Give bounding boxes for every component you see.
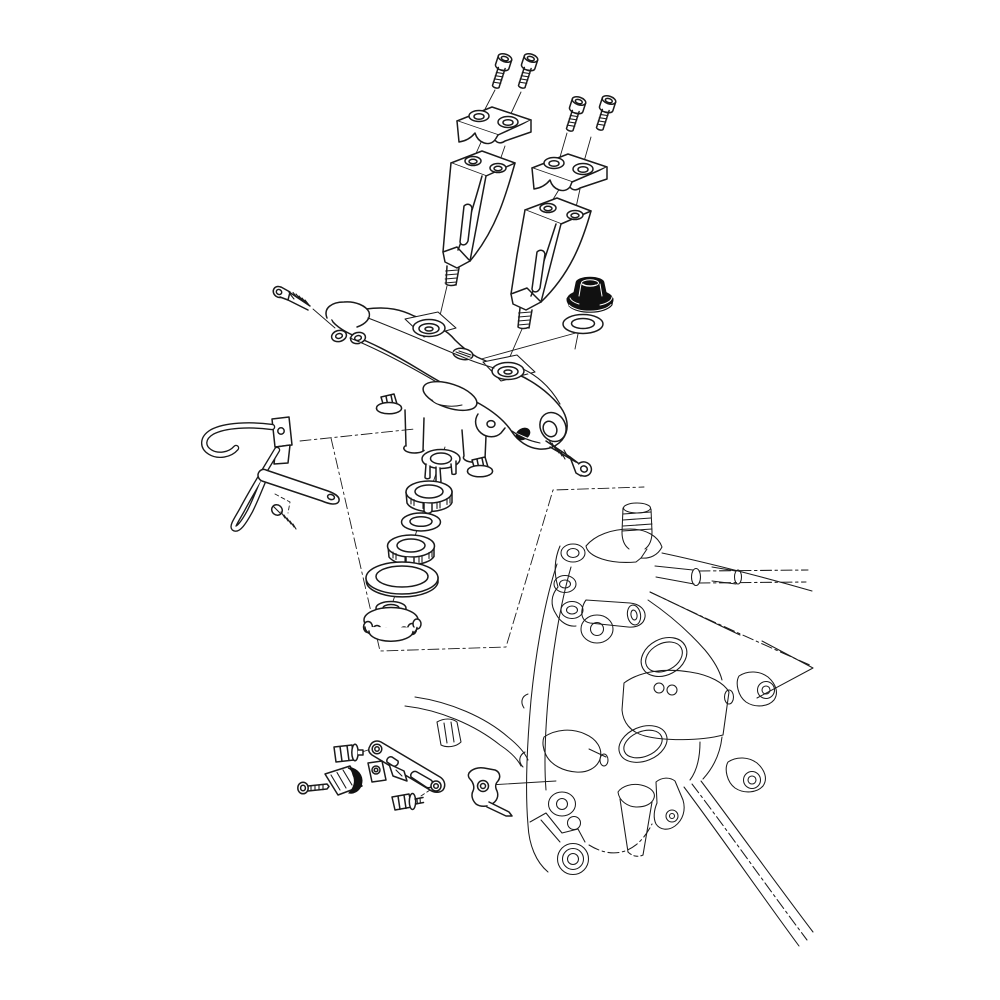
tapered-roller-bearing (362, 600, 422, 642)
handlebar-lower-holder-right (510, 197, 592, 330)
cable-clamp-piece (324, 765, 363, 796)
cable-guide-wire-bracket (201, 416, 340, 532)
handlebar-holder-socket-bolts (491, 53, 617, 132)
steering-stem-flange-nut (566, 276, 614, 313)
frame-with-steering-head (404, 502, 814, 947)
bracket-hex-bolts (297, 743, 425, 811)
top-triple-clamp-bridge (325, 301, 568, 463)
clamp-ear-socket-bolt (272, 285, 311, 311)
claw-lock-washer (421, 448, 461, 484)
group-boundary (299, 428, 645, 652)
clamp-flange-bolt-right (466, 456, 494, 478)
clamp-flange-bolt-left (375, 393, 403, 415)
handlebar-upper-holder-right (531, 153, 608, 192)
guide-bracket-screw (270, 504, 297, 530)
clamp-pinch-socket-bolt (545, 439, 593, 477)
handlebar-upper-holder-left (456, 106, 532, 145)
bearing-dust-seal (365, 561, 439, 598)
ring-nut-washer (400, 512, 442, 532)
handlebar-lower-holder-left (442, 150, 516, 287)
stem-nut-washer (562, 313, 604, 335)
steering-ring-nut-upper (405, 480, 453, 514)
hose-bracket-plate (367, 740, 446, 793)
side-stay-bracket (467, 767, 513, 817)
